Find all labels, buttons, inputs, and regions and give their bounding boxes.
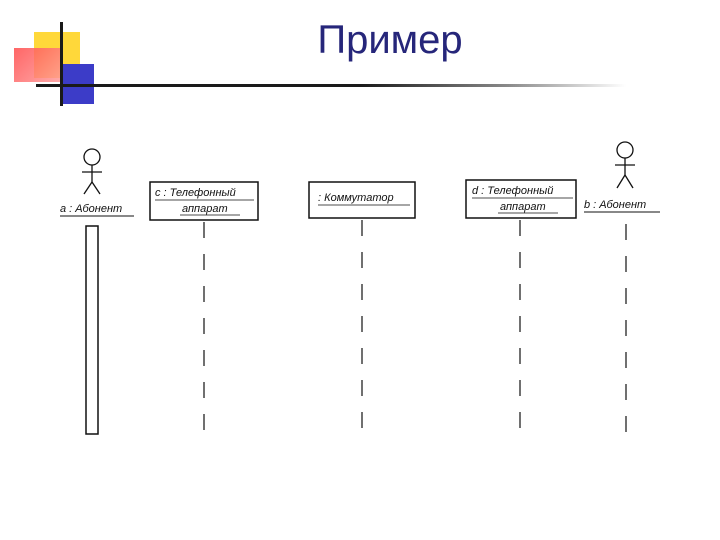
object-c-box xyxy=(149,181,259,221)
object-c: c : Телефонный аппарат xyxy=(149,181,259,221)
title-underline xyxy=(36,84,626,87)
decorative-red-square xyxy=(14,48,60,82)
object-commutator-label: : Коммутатор xyxy=(318,192,394,204)
actor-b-figure-icon xyxy=(615,141,635,189)
object-commutator: : Коммутатор xyxy=(308,181,416,219)
slide-title: Пример xyxy=(317,18,463,62)
object-commutator-box xyxy=(308,181,416,219)
object-d: d : Телефонный аппарат xyxy=(465,179,577,219)
actor-a-figure-icon xyxy=(82,148,102,195)
actor-b-label: b : Абонент xyxy=(584,199,646,211)
activation-bar-actor-a xyxy=(85,225,99,435)
object-c-label-line2: аппарат xyxy=(182,203,228,215)
actor-a-label: a : Абонент xyxy=(60,203,122,215)
object-d-label-line1: d : Телефонный xyxy=(472,185,553,197)
object-c-label-line1: c : Телефонный xyxy=(155,187,236,199)
decorative-vertical-line xyxy=(60,22,63,106)
object-d-box xyxy=(465,179,577,219)
object-d-label-line2: аппарат xyxy=(500,201,546,213)
actor-b: b : Абонент xyxy=(584,141,660,213)
actor-a: a : Абонент xyxy=(60,148,134,217)
